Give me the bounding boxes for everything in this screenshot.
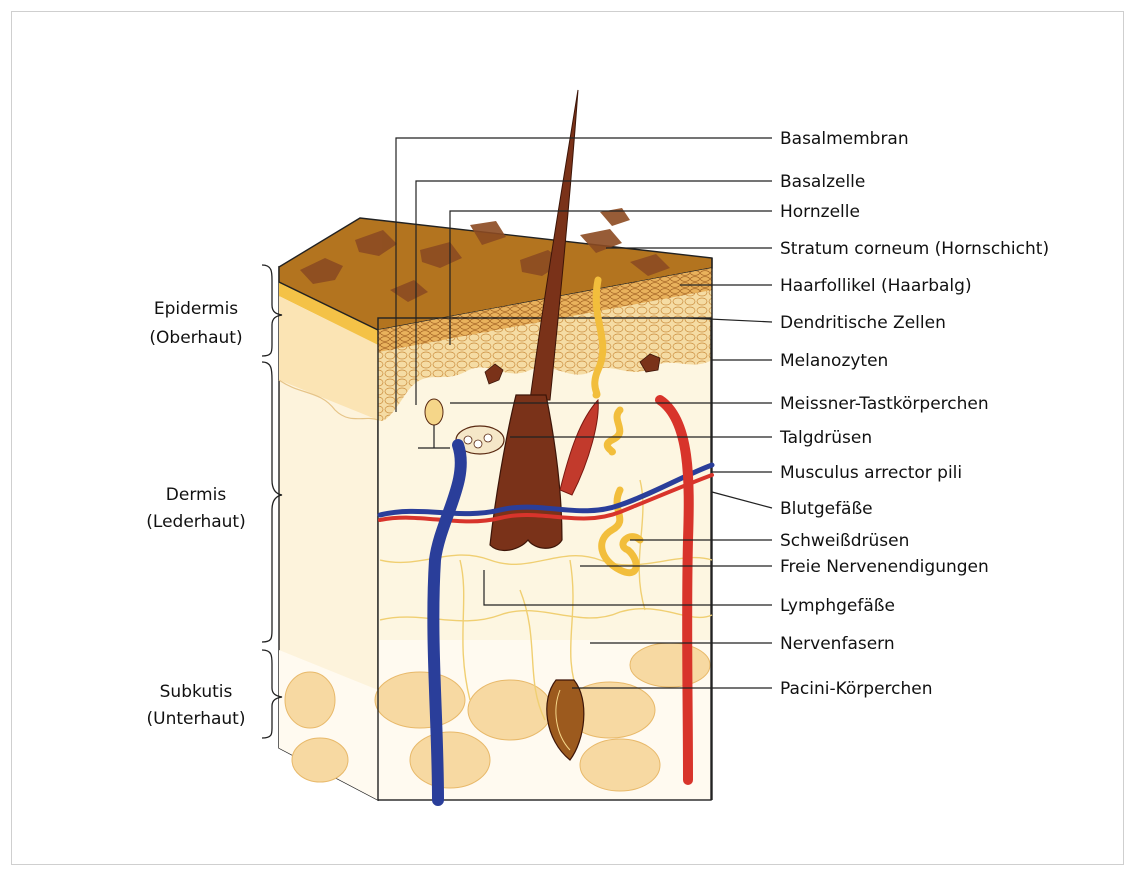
- label-basalmembran: Basalmembran: [780, 129, 909, 149]
- label-pacini: Pacini-Körperchen: [780, 679, 933, 699]
- leader-blutgefaesse: [712, 492, 772, 508]
- label-blutgefaesse: Blutgefäße: [780, 499, 873, 519]
- label-basalzelle: Basalzelle: [780, 172, 865, 192]
- structure-labels: Basalmembran Basalzelle Hornzelle Stratu…: [779, 129, 1049, 699]
- label-melanozyten: Melanozyten: [780, 351, 888, 371]
- label-stratum-corneum: Stratum corneum (Hornschicht): [780, 239, 1049, 259]
- label-meissner: Meissner-Tastkörperchen: [780, 394, 989, 414]
- label-dendritische-zellen: Dendritische Zellen: [780, 313, 946, 333]
- label-freie-nervenendigungen: Freie Nervenendigungen: [780, 557, 989, 577]
- label-musculus: Musculus arrector pili: [780, 463, 962, 483]
- layer-epidermis-name: Epidermis: [154, 299, 238, 319]
- label-schweissdruesen: Schweißdrüsen: [780, 531, 909, 551]
- label-talgdruesen: Talgdrüsen: [779, 428, 872, 448]
- layer-epidermis-subtitle: (Oberhaut): [149, 328, 242, 348]
- label-hornzelle: Hornzelle: [780, 202, 860, 222]
- layer-dermis-name: Dermis: [166, 485, 227, 505]
- layer-dermis-subtitle: (Lederhaut): [146, 512, 245, 532]
- layer-subkutis-subtitle: (Unterhaut): [147, 709, 246, 729]
- layer-subkutis-name: Subkutis: [160, 682, 233, 702]
- label-lymphgefaesse: Lymphgefäße: [780, 596, 895, 616]
- label-haarfollikel: Haarfollikel (Haarbalg): [780, 276, 972, 296]
- label-nervenfasern: Nervenfasern: [780, 634, 895, 654]
